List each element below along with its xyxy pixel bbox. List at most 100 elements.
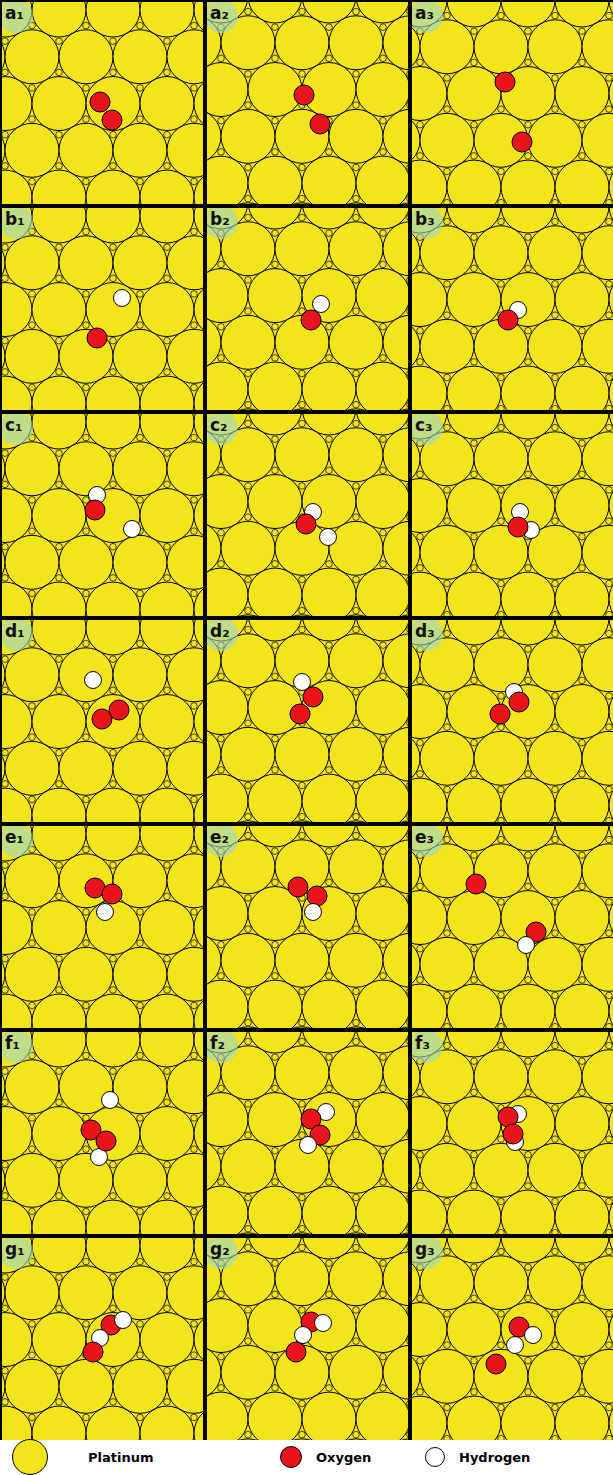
platinum-atom: [194, 1406, 203, 1440]
platinum-atom: [207, 63, 248, 117]
subsurface-atom: [110, 244, 117, 251]
subsurface-atom: [380, 673, 387, 680]
subsurface-atom: [444, 168, 451, 175]
subsurface-atom: [407, 832, 408, 839]
subsurface-atom: [56, 481, 63, 488]
subsurface-atom: [407, 782, 408, 789]
platinum-atom: [167, 947, 203, 1001]
subsurface-atom: [380, 642, 387, 649]
platinum-atom: [447, 891, 501, 945]
subsurface-atom: [606, 836, 613, 843]
subsurface-atom: [191, 796, 198, 803]
subsurface-atom: [2, 1161, 8, 1168]
platinum-atom: [528, 638, 582, 692]
platinum-atom: [528, 432, 582, 486]
platinum-atom: [5, 741, 59, 795]
subsurface-atom: [191, 528, 198, 535]
platinum-atom: [140, 77, 194, 131]
subsurface-atom: [326, 261, 333, 268]
platinum-atom: [302, 1299, 356, 1353]
subsurface-atom: [245, 102, 252, 109]
oxygen-atom: [307, 886, 327, 906]
subsurface-atom: [272, 149, 279, 156]
subsurface-atom: [137, 909, 144, 916]
subsurface-atom: [191, 1052, 198, 1059]
subsurface-atom: [137, 1002, 144, 1009]
subsurface-atom: [83, 178, 90, 185]
subsurface-atom: [552, 1198, 559, 1205]
platinum-atom: [383, 16, 408, 70]
platinum-atom: [412, 1303, 447, 1357]
platinum-atom: [113, 741, 167, 795]
subsurface-atom: [552, 1229, 559, 1234]
platinum-atom: [2, 1107, 32, 1161]
platinum-atom: [275, 428, 329, 482]
subsurface-atom: [245, 1038, 252, 1045]
platinum-atom: [140, 170, 194, 204]
subsurface-atom: [606, 899, 613, 906]
subsurface-atom: [2, 687, 8, 694]
label-glow: [2, 414, 33, 445]
oxygen-atom: [102, 884, 122, 904]
platinum-atom: [167, 442, 203, 496]
platinum-atom: [248, 774, 302, 822]
platinum-atom: [609, 778, 613, 822]
platinum-atom: [329, 1139, 383, 1193]
platinum-atom: [329, 1439, 383, 1440]
subsurface-atom: [245, 1019, 252, 1026]
platinum-atom: [383, 409, 408, 410]
subsurface-atom: [110, 575, 117, 582]
subsurface-atom: [407, 277, 408, 284]
subsurface-atom: [191, 322, 198, 329]
oxygen-atom: [301, 310, 321, 330]
subsurface-atom: [110, 163, 117, 170]
platinum-atom: [474, 1256, 528, 1310]
subsurface-atom: [56, 862, 63, 869]
platinum-atom: [582, 1349, 613, 1403]
subsurface-atom: [272, 642, 279, 649]
subsurface-atom: [110, 69, 117, 76]
subsurface-atom: [498, 424, 505, 431]
subsurface-atom: [110, 38, 117, 45]
platinum-atom: [275, 109, 329, 163]
subsurface-atom: [579, 977, 586, 984]
subsurface-atom: [272, 1147, 279, 1154]
subsurface-atom: [353, 277, 360, 284]
subsurface-atom: [29, 291, 36, 298]
subsurface-atom: [83, 734, 90, 741]
subsurface-atom: [191, 1002, 198, 1009]
subsurface-atom: [471, 977, 478, 984]
subsurface-atom: [417, 771, 424, 778]
subsurface-atom: [471, 359, 478, 366]
subsurface-atom: [299, 926, 306, 933]
platinum-atom: [140, 489, 194, 543]
subsurface-atom: [417, 977, 424, 984]
subsurface-atom: [579, 1151, 586, 1158]
platinum-atom: [474, 1349, 528, 1403]
platinum-atom: [59, 947, 113, 1001]
subsurface-atom: [606, 218, 613, 225]
platinum-atom: [302, 1186, 356, 1234]
oxygen-atom: [102, 110, 122, 130]
platinum-atom: [412, 685, 447, 739]
subsurface-atom: [444, 1023, 451, 1028]
subsurface-atom: [525, 739, 532, 746]
subsurface-atom: [579, 1089, 586, 1096]
subsurface-atom: [83, 1414, 90, 1421]
oxygen-atom: [83, 1342, 103, 1362]
platinum-atom: [383, 1027, 408, 1028]
subsurface-atom: [380, 1385, 387, 1392]
platinum-atom: [329, 1233, 383, 1234]
label-glow: [412, 414, 443, 445]
platinum-atom: [113, 1359, 167, 1413]
hydrogen-atom: [320, 529, 337, 546]
label-glow: [412, 208, 443, 239]
platinum-atom: [59, 442, 113, 496]
subsurface-atom: [29, 1321, 36, 1328]
subsurface-atom: [444, 630, 451, 637]
subsurface-atom: [218, 1085, 225, 1092]
subsurface-atom: [353, 71, 360, 78]
subsurface-atom: [606, 374, 613, 381]
subsurface-atom: [299, 782, 306, 789]
platinum-atom: [501, 778, 555, 822]
